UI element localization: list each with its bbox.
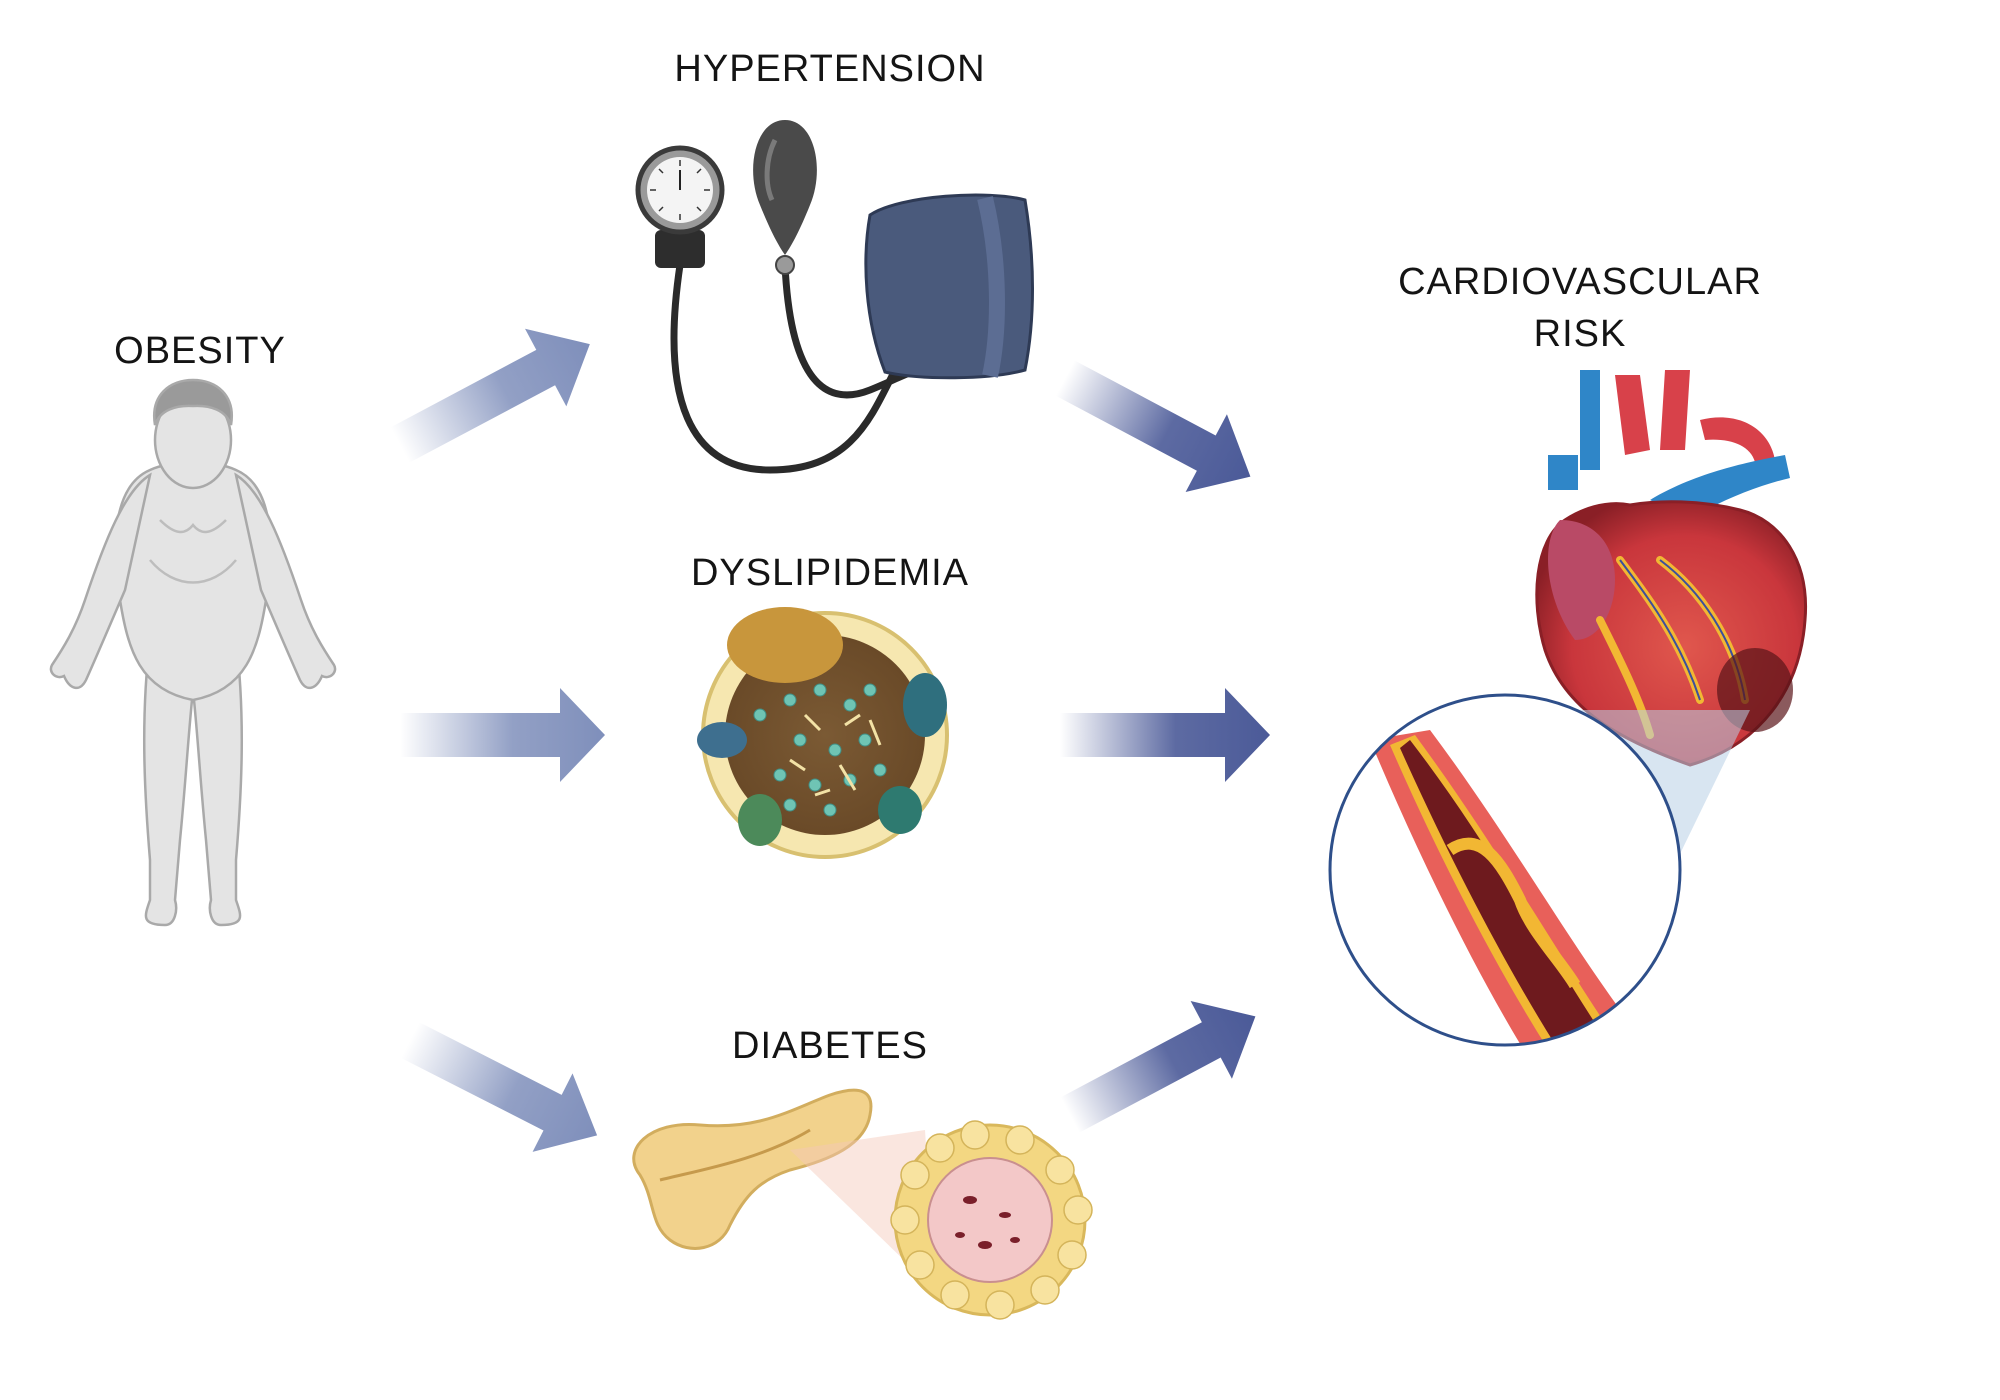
arrow-hypertension-to-cv <box>1055 360 1251 492</box>
heart-icon <box>1535 370 1808 767</box>
blood-pressure-monitor-icon <box>635 120 1034 474</box>
cardiovascular-risk-label: CARDIOVASCULAR RISK <box>1360 256 1800 360</box>
arrow-dyslipidemia-to-cv <box>1060 688 1270 782</box>
dyslipidemia-label: DYSLIPIDEMIA <box>690 552 970 594</box>
obese-person-icon <box>49 378 337 927</box>
obesity-label: OBESITY <box>114 330 286 372</box>
artery-plaque-icon <box>1328 693 1682 1047</box>
hypertension-label: HYPERTENSION <box>674 48 986 90</box>
arrow-obesity-to-diabetes <box>400 1022 598 1152</box>
arrow-obesity-to-dyslipidemia <box>400 688 605 782</box>
arrow-obesity-to-hypertension <box>390 328 590 463</box>
pancreas-icon <box>632 1088 1093 1320</box>
arrow-diabetes-to-cv <box>1060 1001 1256 1133</box>
diabetes-label: DIABETES <box>732 1025 928 1067</box>
lipoprotein-particle-icon <box>697 607 949 859</box>
cardiovascular-risk-line-2: RISK <box>1533 313 1627 355</box>
cardiovascular-risk-line-1: CARDIOVASCULAR <box>1398 261 1762 303</box>
